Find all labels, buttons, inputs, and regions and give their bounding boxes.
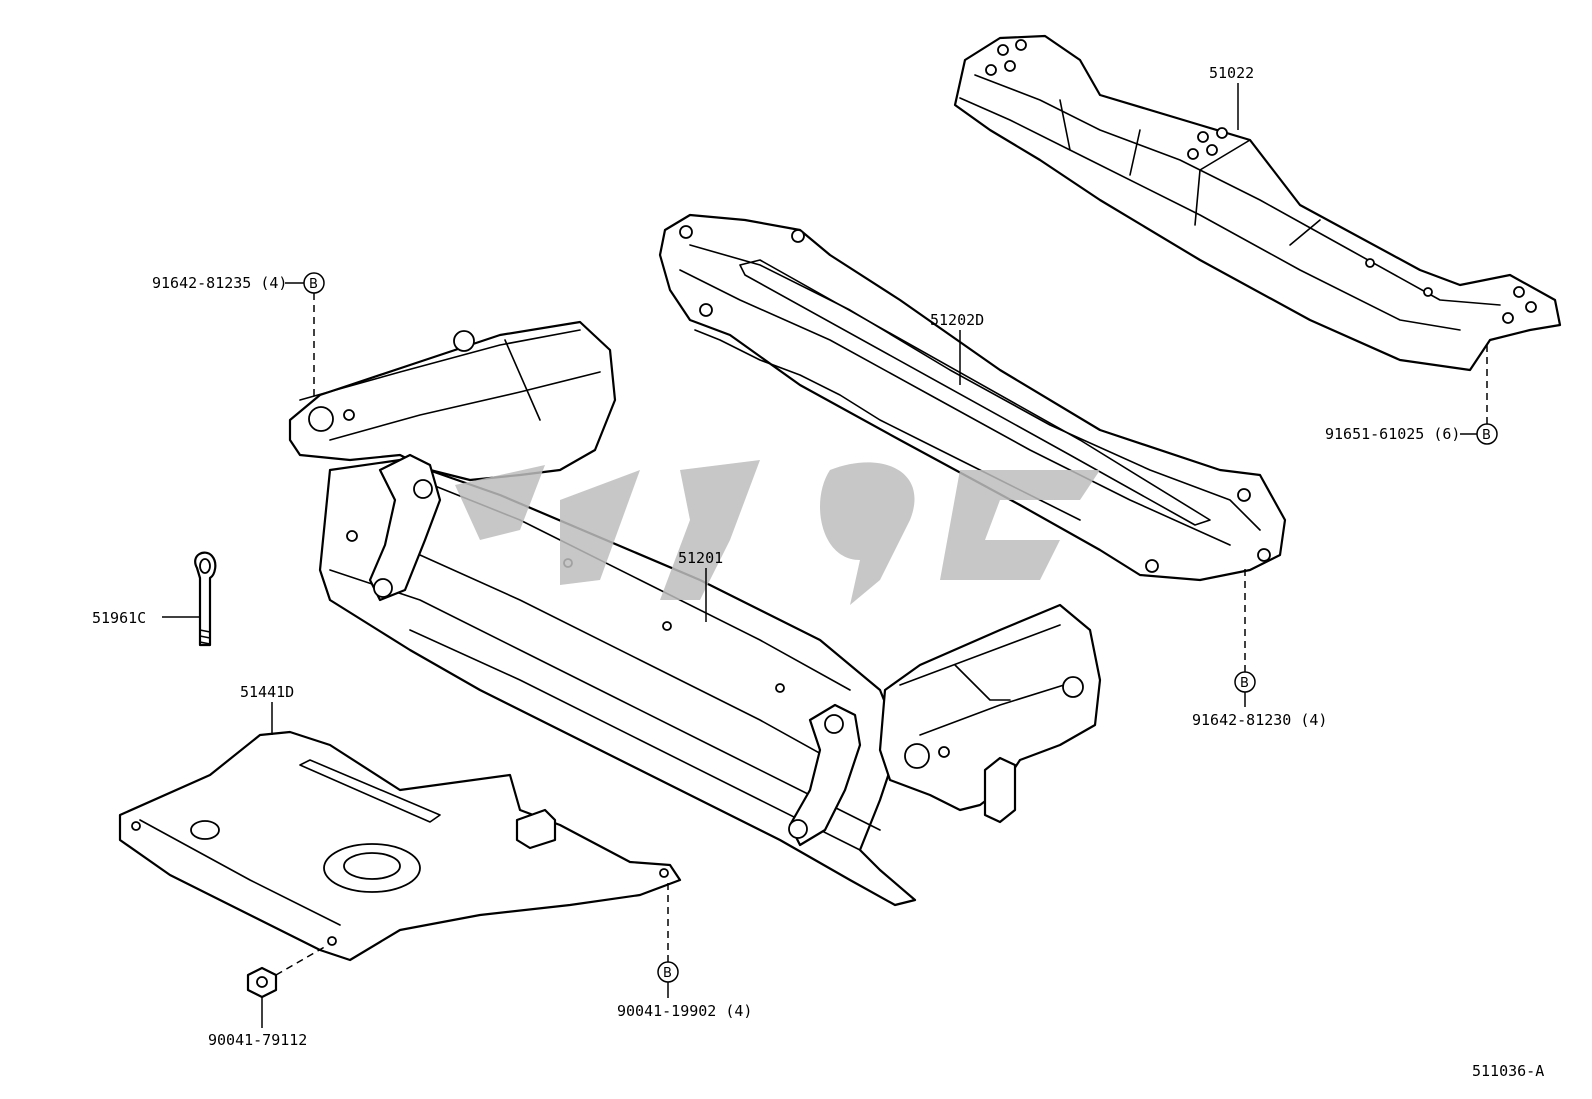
label-90041-19902: B 90041-19902 (4) — [617, 878, 752, 1020]
label-91642-81235: 91642-81235 (4) B — [152, 272, 325, 400]
svg-text:B: B — [309, 277, 318, 292]
label-91642-81230: B 91642-81230 (4) — [1192, 565, 1327, 729]
label-51201: 51201 — [678, 549, 723, 622]
svg-text:51202D: 51202D — [930, 311, 984, 329]
part-51202D-drawing[interactable] — [658, 213, 1287, 582]
svg-text:B: B — [663, 966, 672, 981]
label-90041-79112: 90041-79112 — [208, 944, 329, 1049]
bolt-90041-79112-drawing[interactable] — [246, 966, 278, 999]
svg-text:51441D: 51441D — [240, 683, 294, 701]
svg-text:51201: 51201 — [678, 549, 723, 567]
svg-text:90041-19902 (4): 90041-19902 (4) — [617, 1002, 752, 1020]
label-51202D: 51202D — [930, 311, 984, 385]
part-51022-drawing[interactable] — [953, 34, 1562, 372]
part-51201-drawing[interactable] — [288, 320, 1102, 907]
logo-watermark — [455, 460, 1100, 605]
svg-text:51022: 51022 — [1209, 64, 1254, 82]
label-51022: 51022 — [1209, 64, 1254, 130]
part-51441D-drawing[interactable] — [118, 730, 682, 962]
svg-text:91642-81230 (4): 91642-81230 (4) — [1192, 711, 1327, 729]
drawing-code: 511036-A — [1472, 1062, 1544, 1080]
label-91651-61025: 91651-61025 (6) B — [1325, 340, 1498, 445]
svg-text:91642-81235 (4): 91642-81235 (4) — [152, 274, 287, 292]
label-51961C: 51961C — [92, 609, 199, 627]
part-51961C-drawing[interactable] — [194, 551, 217, 647]
svg-text:51961C: 51961C — [92, 609, 146, 627]
svg-text:90041-79112: 90041-79112 — [208, 1031, 307, 1049]
svg-text:91651-61025 (6): 91651-61025 (6) — [1325, 425, 1460, 443]
svg-text:B: B — [1240, 676, 1249, 691]
svg-text:B: B — [1482, 428, 1491, 443]
label-51441D: 51441D — [240, 683, 294, 735]
